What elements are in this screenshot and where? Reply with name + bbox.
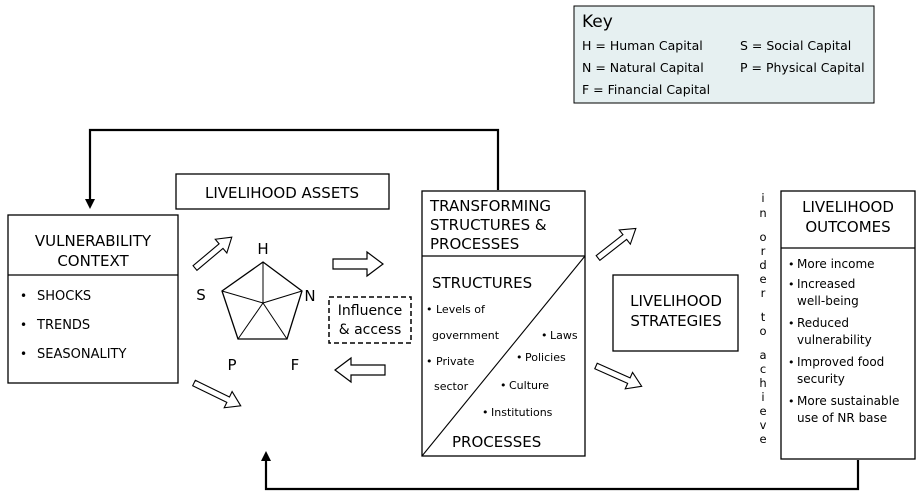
key-entry-physical: P = Physical Capital: [740, 60, 865, 75]
livelihood-assets-title: LIVELIHOOD ASSETS: [205, 184, 359, 202]
outcome-item: Increased: [797, 277, 855, 291]
outcomes-title-line1: LIVELIHOOD: [802, 198, 894, 216]
svg-text:•: •: [20, 318, 27, 332]
svg-text:•: •: [788, 258, 795, 271]
influence-line2: & access: [339, 322, 402, 338]
key-entry-social: S = Social Capital: [740, 38, 851, 53]
processes-label: PROCESSES: [452, 433, 541, 451]
transforming-title-line3: PROCESSES: [430, 235, 519, 253]
ota-letter: t: [761, 310, 766, 324]
ota-letter: i: [761, 390, 764, 404]
svg-text:•: •: [20, 347, 27, 361]
svg-text:•: •: [426, 355, 433, 368]
transforming-title-line2: STRUCTURES &: [430, 216, 547, 234]
livelihood-outcomes-box: LIVELIHOOD OUTCOMES • More income • Incr…: [780, 190, 916, 460]
key-entry-human: H = Human Capital: [582, 38, 703, 53]
structures-item-sector: sector: [434, 380, 469, 393]
outcome-item: vulnerability: [797, 333, 872, 347]
hollow-arrow-structures-to-strategies-up: [595, 227, 637, 262]
svg-text:•: •: [788, 395, 795, 408]
outcome-item: Reduced: [797, 316, 849, 330]
key-entry-financial: F = Financial Capital: [582, 82, 710, 97]
ota-letter: v: [760, 418, 767, 432]
outcome-item: More income: [797, 257, 875, 271]
ota-letter: i: [761, 191, 764, 205]
livelihood-strategies-box: LIVELIHOOD STRATEGIES: [612, 274, 739, 352]
svg-text:•: •: [541, 329, 548, 342]
ota-letter: o: [759, 230, 766, 244]
ota-letter: o: [759, 324, 766, 338]
structures-label: STRUCTURES: [432, 274, 532, 292]
hollow-arrow-assets-to-structures: [332, 250, 384, 278]
feedback-arrow-bottom: [261, 451, 860, 491]
hollow-arrow-structures-to-assets: [334, 356, 386, 384]
in-order-to-achieve-text: i n o r d e r t o a c h i e v e: [759, 191, 766, 446]
ota-letter: h: [759, 376, 766, 390]
structures-item-government: government: [432, 329, 500, 342]
transforming-title-line1: TRANSFORMING: [429, 197, 551, 215]
asset-label-natural: N: [304, 287, 315, 305]
ota-letter: a: [759, 348, 766, 362]
influence-access-box: Influence & access: [328, 296, 412, 344]
vulnerability-item-seasonality: SEASONALITY: [37, 347, 126, 362]
svg-text:•: •: [426, 303, 433, 316]
svg-text:•: •: [482, 406, 489, 419]
hollow-arrow-vuln-to-assets-up: [192, 236, 233, 272]
ota-letter: n: [759, 206, 766, 220]
hollow-arrow-structures-to-strategies-down: [594, 362, 643, 390]
ota-letter: e: [759, 432, 766, 446]
hollow-arrow-vuln-to-assets-down: [191, 379, 242, 409]
vulnerability-context-box: VULNERABILITY CONTEXT • SHOCKS • TRENDS …: [7, 214, 179, 384]
asset-label-physical: P: [227, 356, 236, 374]
ota-letter: c: [760, 362, 766, 376]
vulnerability-title-line1: VULNERABILITY: [35, 232, 152, 250]
ota-letter: r: [761, 286, 766, 300]
svg-text:•: •: [516, 351, 523, 364]
structures-item-private: Private: [436, 355, 475, 368]
svg-text:•: •: [788, 278, 795, 291]
strategies-line2: STRATEGIES: [630, 312, 721, 330]
structures-item-levels: Levels of: [436, 303, 486, 316]
asset-pentagon: H N F P S: [196, 240, 315, 374]
ota-letter: d: [759, 258, 766, 272]
asset-label-human: H: [257, 240, 268, 258]
svg-text:•: •: [20, 289, 27, 303]
feedback-arrow-top: [85, 128, 500, 209]
svg-text:•: •: [788, 356, 795, 369]
transforming-structures-box: TRANSFORMING STRUCTURES & PROCESSES STRU…: [421, 190, 586, 457]
svg-text:•: •: [500, 379, 507, 392]
structures-item-culture: Culture: [509, 379, 549, 392]
outcome-item: use of NR base: [797, 411, 887, 425]
key-entry-natural: N = Natural Capital: [582, 60, 704, 75]
key-box: Key H = Human Capital S = Social Capital…: [573, 5, 875, 104]
asset-label-social: S: [196, 286, 206, 304]
livelihood-assets-box: LIVELIHOOD ASSETS: [175, 173, 390, 210]
svg-text:•: •: [788, 317, 795, 330]
key-title: Key: [582, 12, 613, 32]
strategies-line1: LIVELIHOOD: [630, 292, 722, 310]
asset-label-financial: F: [291, 356, 300, 374]
influence-line1: Influence: [338, 303, 403, 319]
outcomes-title-line2: OUTCOMES: [805, 218, 890, 236]
ota-letter: r: [761, 244, 766, 258]
outcome-item: Improved food: [797, 355, 884, 369]
vulnerability-item-shocks: SHOCKS: [37, 289, 91, 304]
ota-letter: e: [759, 404, 766, 418]
structures-item-institutions: Institutions: [491, 406, 553, 419]
outcome-item: More sustainable: [797, 394, 899, 408]
key-box-background: [573, 5, 875, 104]
vulnerability-title-line2: CONTEXT: [57, 252, 129, 270]
ota-letter: e: [759, 272, 766, 286]
structures-item-laws: Laws: [550, 329, 578, 342]
outcome-item: security: [797, 372, 845, 386]
structures-item-policies: Policies: [525, 351, 566, 364]
outcome-item: well-being: [797, 294, 859, 308]
vulnerability-item-trends: TRENDS: [36, 318, 90, 333]
